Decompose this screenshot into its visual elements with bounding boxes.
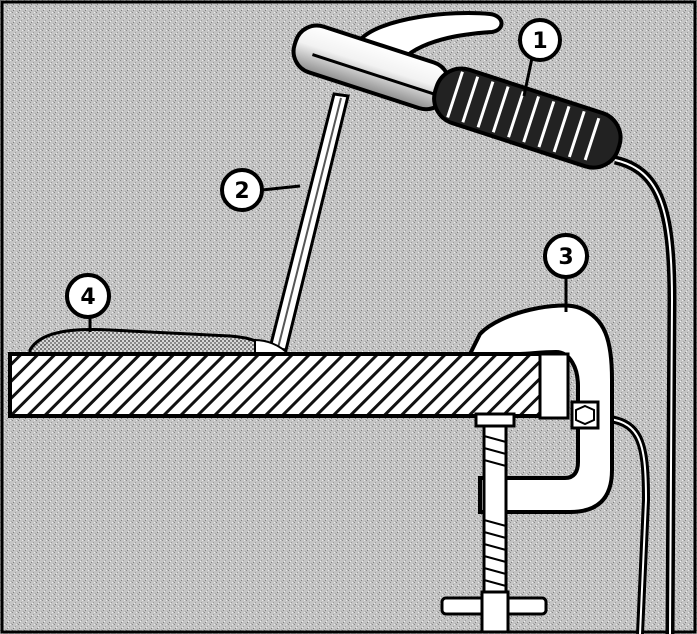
callout-4-label: 4 — [80, 285, 95, 310]
callout-1: 1 — [520, 20, 560, 60]
callout-2-label: 2 — [234, 179, 249, 204]
screw-pad — [476, 414, 514, 426]
clamp-jaw — [540, 354, 568, 418]
callout-1-label: 1 — [532, 29, 547, 54]
callout-4: 4 — [67, 275, 109, 317]
clamp-nut — [576, 406, 594, 424]
screw-t-hub — [482, 592, 508, 632]
callout-2: 2 — [222, 170, 262, 210]
workpiece — [10, 354, 542, 416]
callout-3-label: 3 — [558, 245, 573, 270]
callout-3: 3 — [545, 235, 587, 277]
